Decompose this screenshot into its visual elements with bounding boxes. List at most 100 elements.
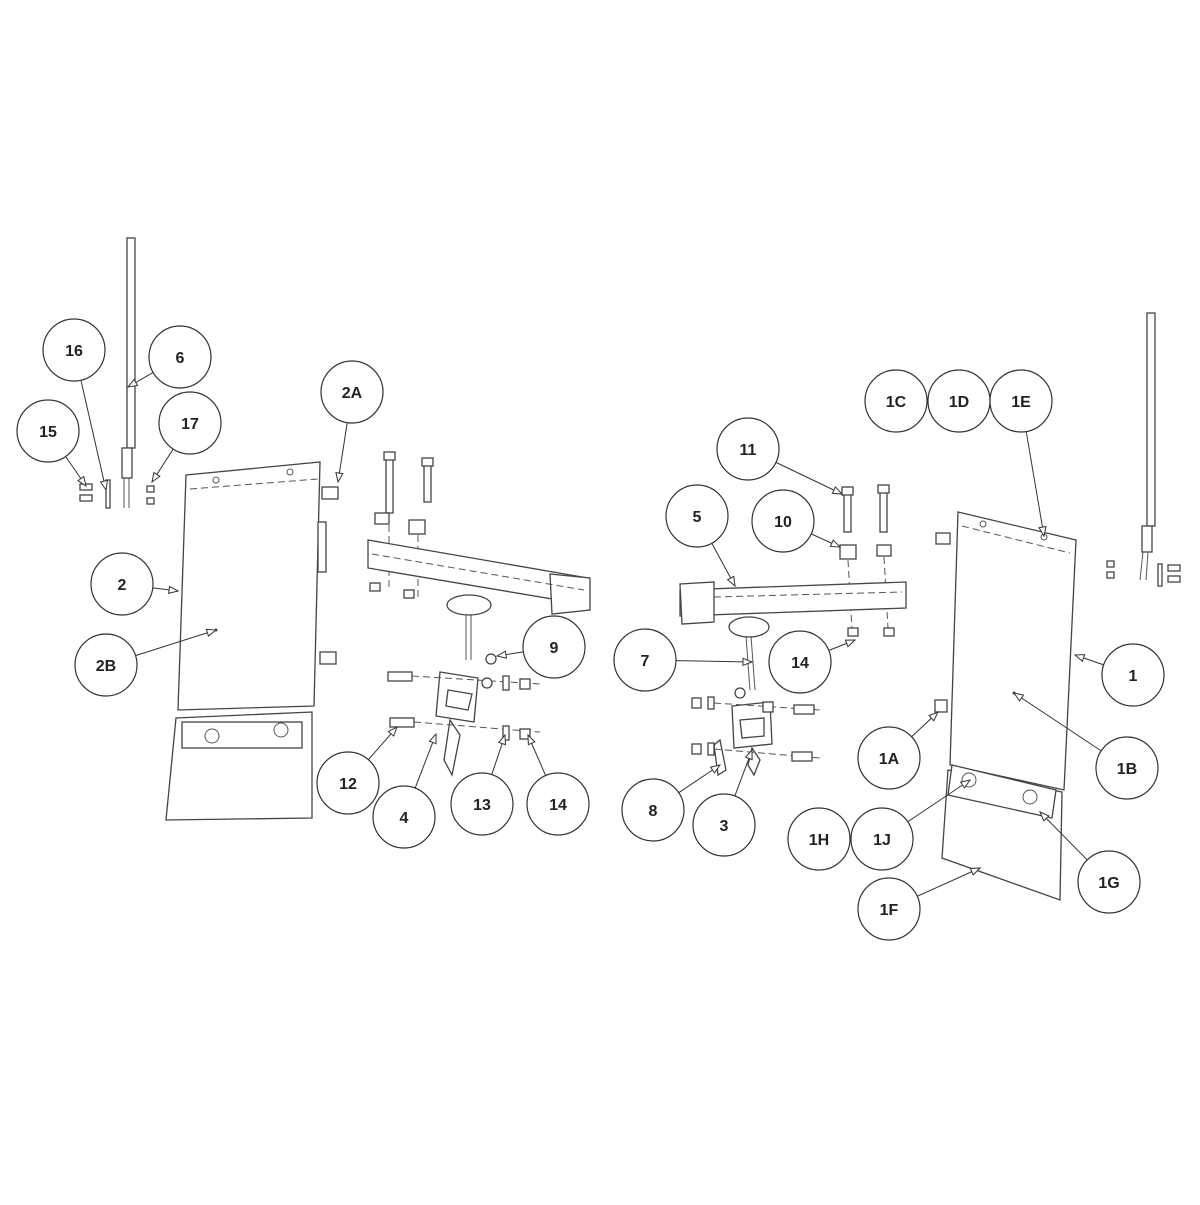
callout-13: 13 — [450, 733, 514, 836]
callout-label: 10 — [774, 514, 792, 531]
right-bolts — [839, 484, 895, 637]
callout-1g: 1G — [1039, 811, 1141, 914]
right-small-hardware — [1106, 560, 1181, 587]
callout-bubble — [1101, 643, 1165, 707]
callout-1j: 1J — [850, 779, 972, 871]
callout-6: 6 — [126, 325, 212, 389]
callout-bubble — [716, 417, 780, 481]
leader-arrowhead — [742, 657, 754, 667]
leader-arrowhead — [928, 711, 940, 722]
callout-bubble — [16, 399, 80, 463]
callout-label: 14 — [791, 655, 809, 672]
leader-arrowhead — [428, 732, 437, 745]
callout-label: 17 — [181, 416, 199, 433]
callout-label: 2B — [96, 658, 116, 675]
callout-5: 5 — [665, 484, 736, 588]
callout-label: 1C — [886, 394, 907, 411]
right-flap — [941, 764, 1063, 901]
callout-1d: 1D — [927, 369, 991, 433]
leader-line — [1039, 811, 1088, 861]
leader-line — [414, 733, 437, 789]
callout-11: 11 — [716, 417, 844, 495]
leader-line — [907, 779, 971, 823]
callout-label: 2 — [118, 577, 127, 594]
leader-arrowhead — [829, 539, 842, 548]
callout-label: 1G — [1098, 875, 1119, 892]
callout-bubble — [621, 778, 685, 842]
left-hinge-bracket — [387, 594, 541, 777]
callout-label: 6 — [176, 350, 185, 367]
callout-2b: 2B — [74, 628, 218, 697]
callout-bubble — [158, 391, 222, 455]
callout-bubble — [787, 807, 851, 871]
right-panel — [934, 511, 1077, 791]
leader-line — [1013, 692, 1102, 752]
callout-16: 16 — [42, 318, 109, 492]
callout-bubble — [857, 726, 921, 790]
callout-label: 9 — [550, 640, 559, 657]
leader-line — [337, 422, 348, 483]
callout-label: 4 — [400, 810, 409, 827]
leader-arrowhead — [1073, 654, 1086, 663]
callout-bubble — [522, 615, 586, 679]
left-flap — [165, 711, 313, 821]
callout-label: 7 — [641, 653, 650, 670]
callout-14: 14 — [526, 733, 590, 836]
callout-label: 12 — [339, 776, 357, 793]
callout-bubble — [1095, 736, 1159, 800]
right-antenna-rod — [1139, 312, 1156, 581]
callout-label: 3 — [720, 818, 729, 835]
callout-2: 2 — [90, 552, 180, 616]
callout-bubble — [526, 772, 590, 836]
callout-1a: 1A — [857, 711, 940, 790]
callout-label: 1B — [1117, 761, 1137, 778]
callout-label: 2A — [342, 385, 363, 402]
callout-15: 15 — [16, 399, 87, 488]
callout-2a: 2A — [320, 360, 384, 484]
leader-arrowhead — [959, 779, 972, 789]
left-arm — [367, 539, 591, 615]
callout-bubble — [864, 369, 928, 433]
callout-bubble — [42, 318, 106, 382]
leader-arrowhead — [77, 475, 87, 488]
callout-1h: 1H — [787, 807, 851, 871]
leader-line — [1025, 431, 1045, 537]
leader-arrowhead — [387, 725, 398, 737]
callout-9: 9 — [495, 615, 586, 679]
leader-arrowhead — [335, 471, 344, 484]
leader-arrowhead — [709, 764, 722, 774]
leader-arrowhead — [168, 585, 180, 595]
callout-label: 1H — [809, 832, 829, 849]
callout-label: 5 — [693, 509, 702, 526]
leader-line — [80, 380, 107, 491]
callout-label: 1D — [949, 394, 969, 411]
callout-bubble — [665, 484, 729, 548]
callout-1: 1 — [1073, 643, 1165, 707]
callout-bubble — [372, 785, 436, 849]
callout-bubble — [751, 489, 815, 553]
callout-bubble — [90, 552, 154, 616]
left-antenna-rod — [121, 237, 136, 508]
right-arm — [679, 581, 907, 625]
callout-1c: 1C — [864, 369, 928, 433]
callout-12: 12 — [316, 725, 398, 815]
leader-arrowhead — [844, 639, 857, 648]
callout-8: 8 — [621, 764, 722, 842]
callout-17: 17 — [151, 391, 222, 484]
leader-arrowhead — [744, 748, 753, 761]
leader-line — [775, 461, 843, 495]
callout-label: 1F — [880, 902, 899, 919]
leader-arrowhead — [1012, 692, 1025, 702]
callout-label: 11 — [740, 442, 757, 459]
leader-arrowhead — [969, 867, 982, 876]
callout-label: 8 — [649, 803, 658, 820]
callout-10: 10 — [751, 489, 842, 553]
callout-bubble — [857, 877, 921, 941]
leader-arrowhead — [495, 650, 508, 659]
leader-arrowhead — [151, 471, 161, 484]
callout-bubble — [768, 630, 832, 694]
left-small-hardware — [79, 479, 155, 509]
callout-1f: 1F — [857, 867, 982, 941]
callout-bubble — [450, 772, 514, 836]
